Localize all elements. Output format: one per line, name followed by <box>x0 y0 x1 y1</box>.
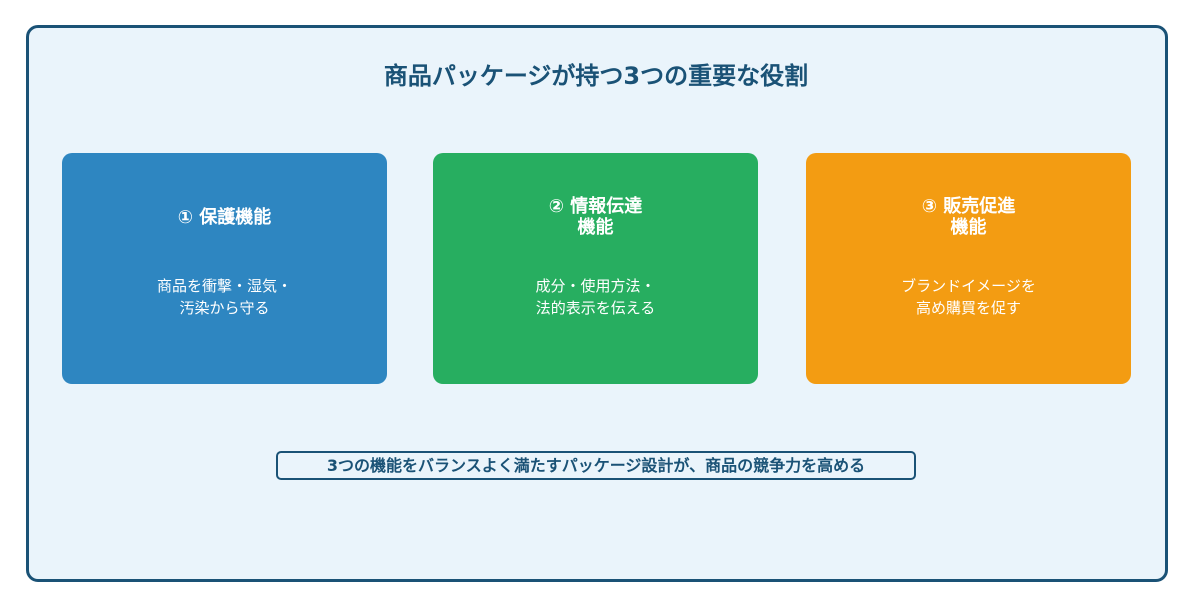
summary-note: 3つの機能をバランスよく満たすパッケージ設計が、商品の競争力を高める <box>276 451 916 480</box>
card-protection: ① 保護機能 商品を衝撃・湿気・ 汚染から守る <box>62 153 387 384</box>
card-promotion: ③ 販売促進 機能 ブランドイメージを 高め購買を促す <box>806 153 1131 384</box>
card-description: 商品を衝撃・湿気・ 汚染から守る <box>156 277 292 317</box>
card-information: ② 情報伝達 機能 成分・使用方法・ 法的表示を伝える <box>433 153 758 384</box>
card-title: ② 情報伝達 機能 <box>548 196 643 238</box>
diagram-title: 商品パッケージが持つ3つの重要な役割 <box>383 62 809 90</box>
card-title: ① 保護機能 <box>177 206 272 228</box>
card-title: ③ 販売促進 機能 <box>921 196 1016 238</box>
card-description: ブランドイメージを 高め購買を促す <box>901 277 1036 317</box>
card-description: 成分・使用方法・ 法的表示を伝える <box>535 277 656 317</box>
